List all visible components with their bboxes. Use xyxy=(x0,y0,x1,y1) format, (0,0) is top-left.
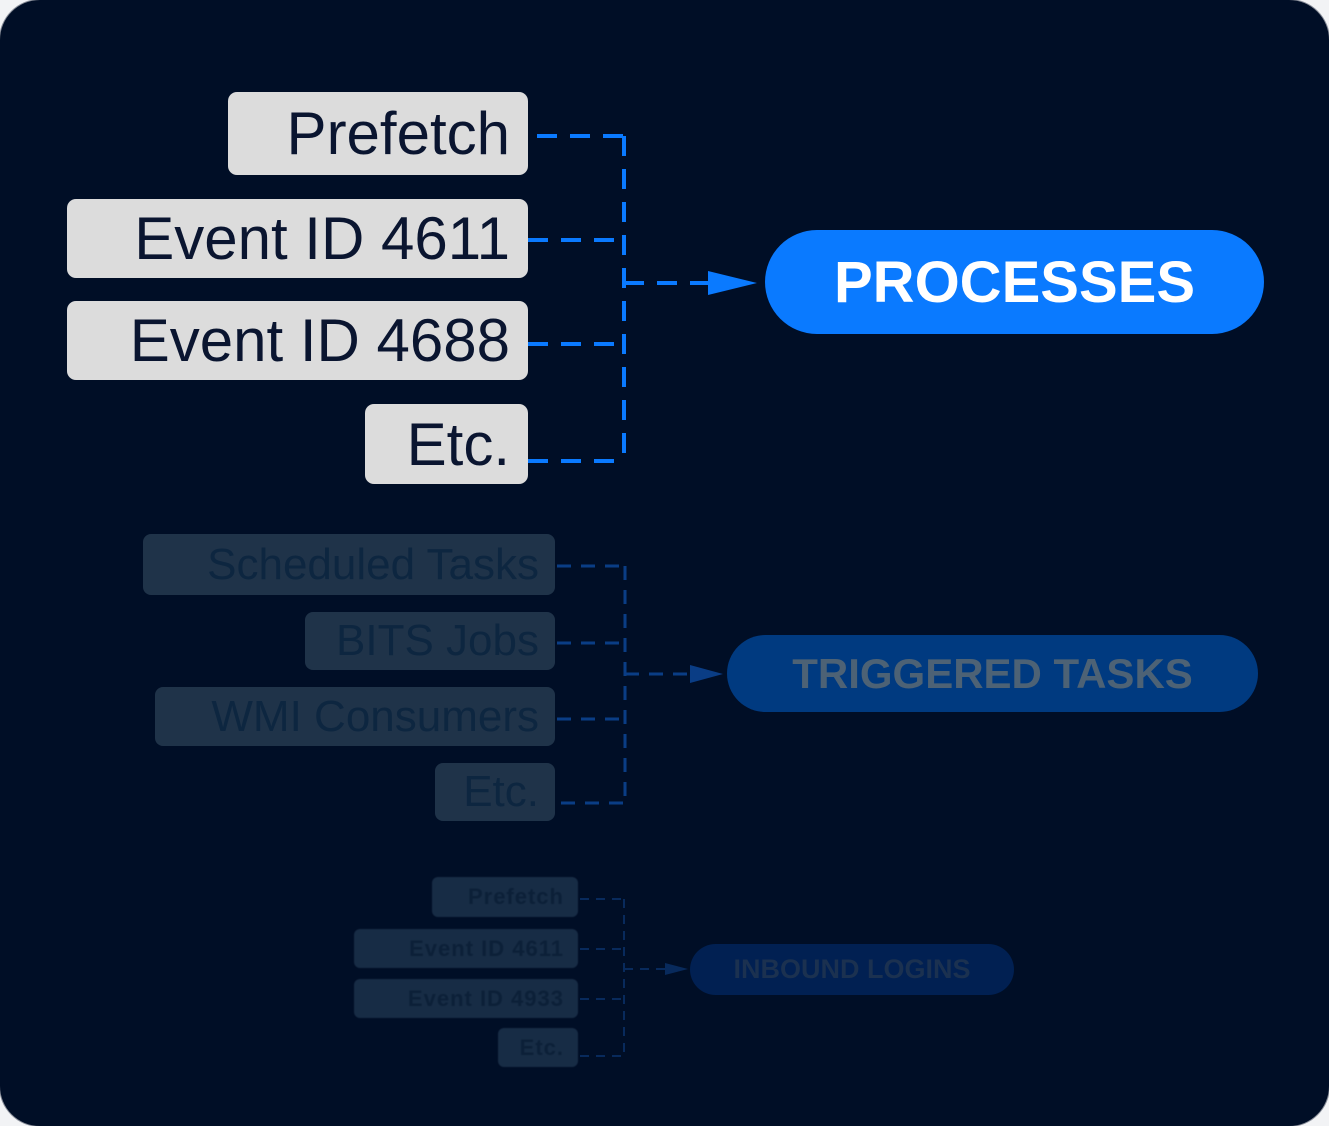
source-wmi-consumers: WMI Consumers xyxy=(155,687,555,746)
target-triggered-tasks: TRIGGERED TASKS xyxy=(727,635,1258,712)
target-inbound-logins: INBOUND LOGINS xyxy=(690,944,1014,995)
source-prefetch: Prefetch xyxy=(228,92,528,175)
source-etc: Etc. xyxy=(498,1028,578,1067)
target-processes: PROCESSES xyxy=(765,230,1264,334)
group-2-connectors xyxy=(557,564,690,805)
source-event-id-4688: Event ID 4688 xyxy=(67,301,528,380)
source-event-id-4611: Event ID 4611 xyxy=(354,929,578,968)
group-3-connectors xyxy=(580,898,668,1057)
source-prefetch: Prefetch xyxy=(432,877,578,917)
source-bits-jobs: BITS Jobs xyxy=(305,612,555,670)
group-1-connectors xyxy=(528,134,712,463)
arrow-head-icon xyxy=(690,665,723,683)
arrow-head-icon xyxy=(708,271,757,295)
source-etc: Etc. xyxy=(435,763,555,821)
source-scheduled-tasks: Scheduled Tasks xyxy=(143,534,555,595)
source-etc: Etc. xyxy=(365,404,528,484)
arrow-head-icon xyxy=(665,963,688,975)
source-event-id-4933: Event ID 4933 xyxy=(354,979,578,1018)
source-event-id-4611: Event ID 4611 xyxy=(67,199,528,278)
